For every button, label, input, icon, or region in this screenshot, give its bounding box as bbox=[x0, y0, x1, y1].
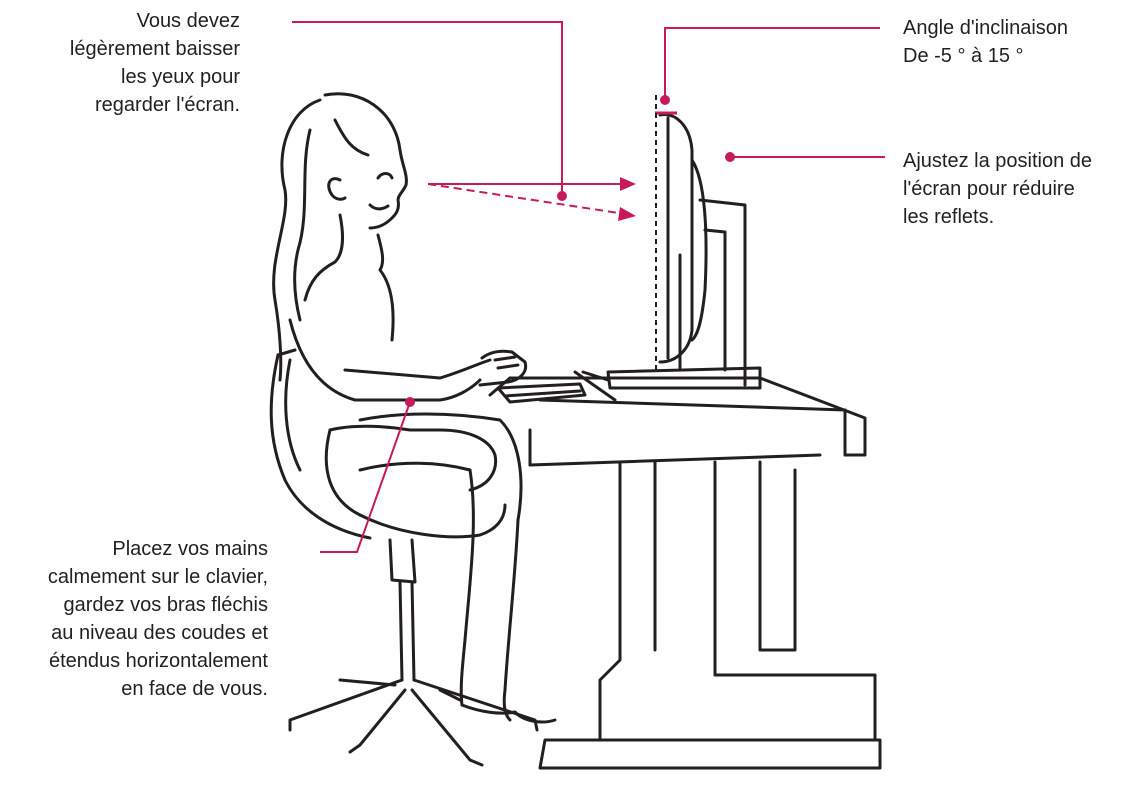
tilt-callout-leader bbox=[664, 27, 880, 100]
hands-annotation-line: au niveau des coudes et bbox=[51, 622, 268, 644]
hands-annotation-line: gardez vos bras fléchis bbox=[63, 594, 268, 616]
callout-dots bbox=[405, 95, 735, 407]
arrowhead-dashed bbox=[618, 207, 636, 221]
glare-callout-dot bbox=[725, 152, 735, 162]
line-art bbox=[269, 92, 882, 770]
hands-callout-leader bbox=[320, 401, 411, 553]
hands-annotation: Placez vos mains calmement sur le clavie… bbox=[0, 535, 268, 703]
eyes-annotation-line: les yeux pour bbox=[121, 66, 240, 88]
callouts bbox=[292, 21, 885, 553]
glare-annotation-line: Ajustez la position de bbox=[903, 150, 1093, 172]
monitor-drawing bbox=[581, 113, 762, 390]
tilt-angle-annotation: Angle d'inclinaison De -5 ° à 15 ° bbox=[903, 14, 1068, 70]
hands-callout-dot bbox=[405, 397, 415, 407]
eyes-annotation: Vous devez légèrement baisser les yeux p… bbox=[0, 7, 240, 119]
eyes-callout-dot bbox=[557, 191, 567, 201]
eye-sight-dashed-line bbox=[427, 183, 626, 215]
hands-annotation-line: étendus horizontalement bbox=[48, 650, 268, 672]
hands-annotation-line: calmement sur le clavier, bbox=[47, 566, 268, 588]
keyboard-drawing bbox=[496, 382, 587, 404]
tilt-annotation-line: De -5 ° à 15 ° bbox=[903, 45, 1024, 67]
glare-annotation-line: les reflets. bbox=[903, 206, 995, 228]
chair-drawing bbox=[269, 348, 539, 767]
tilt-annotation-line: Angle d'inclinaison bbox=[903, 17, 1069, 39]
glare-annotation: Ajustez la position de l'écran pour rédu… bbox=[903, 147, 1092, 231]
eyes-annotation-line: regarder l'écran. bbox=[95, 94, 240, 116]
eyes-callout-leader bbox=[292, 21, 563, 196]
hands-annotation-line: en face de vous. bbox=[121, 678, 268, 700]
glare-annotation-line: l'écran pour réduire bbox=[903, 178, 1075, 200]
eyes-annotation-line: légèrement baisser bbox=[69, 38, 240, 60]
arrowhead-level bbox=[620, 177, 636, 191]
tilt-callout-dot bbox=[660, 95, 670, 105]
arrowheads bbox=[618, 177, 636, 221]
hands-annotation-line: Placez vos mains bbox=[112, 538, 268, 560]
person-drawing bbox=[272, 92, 557, 724]
desk-drawing bbox=[488, 370, 882, 770]
eyes-annotation-line: Vous devez bbox=[136, 10, 240, 32]
